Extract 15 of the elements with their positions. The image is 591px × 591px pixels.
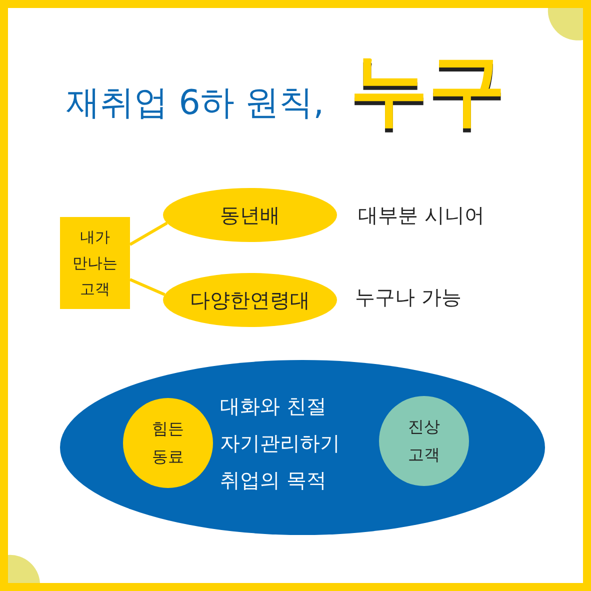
item-text: 대화와 친절 bbox=[220, 393, 326, 419]
annotation-text: 대부분 시니어 bbox=[358, 202, 484, 229]
item-text: 자기관리하기 bbox=[220, 430, 340, 456]
node-label: 동년배 bbox=[220, 202, 280, 228]
node-label: 힘든 동료 bbox=[151, 418, 185, 468]
highlight-title-text: 누구 bbox=[350, 44, 506, 137]
node-label: 다양한연령대 bbox=[190, 287, 310, 313]
annotation-text: 누구나 가능 bbox=[355, 284, 462, 311]
connector-line bbox=[129, 278, 166, 296]
node-label: 내가 만나는 고객 bbox=[72, 226, 118, 300]
connector-line bbox=[129, 222, 168, 246]
item-text: 취업의 목적 bbox=[220, 467, 326, 493]
box-node bbox=[60, 217, 130, 309]
title: 재취업 6하 원칙, bbox=[66, 82, 324, 125]
node-label: 진상 고객 bbox=[407, 416, 441, 466]
